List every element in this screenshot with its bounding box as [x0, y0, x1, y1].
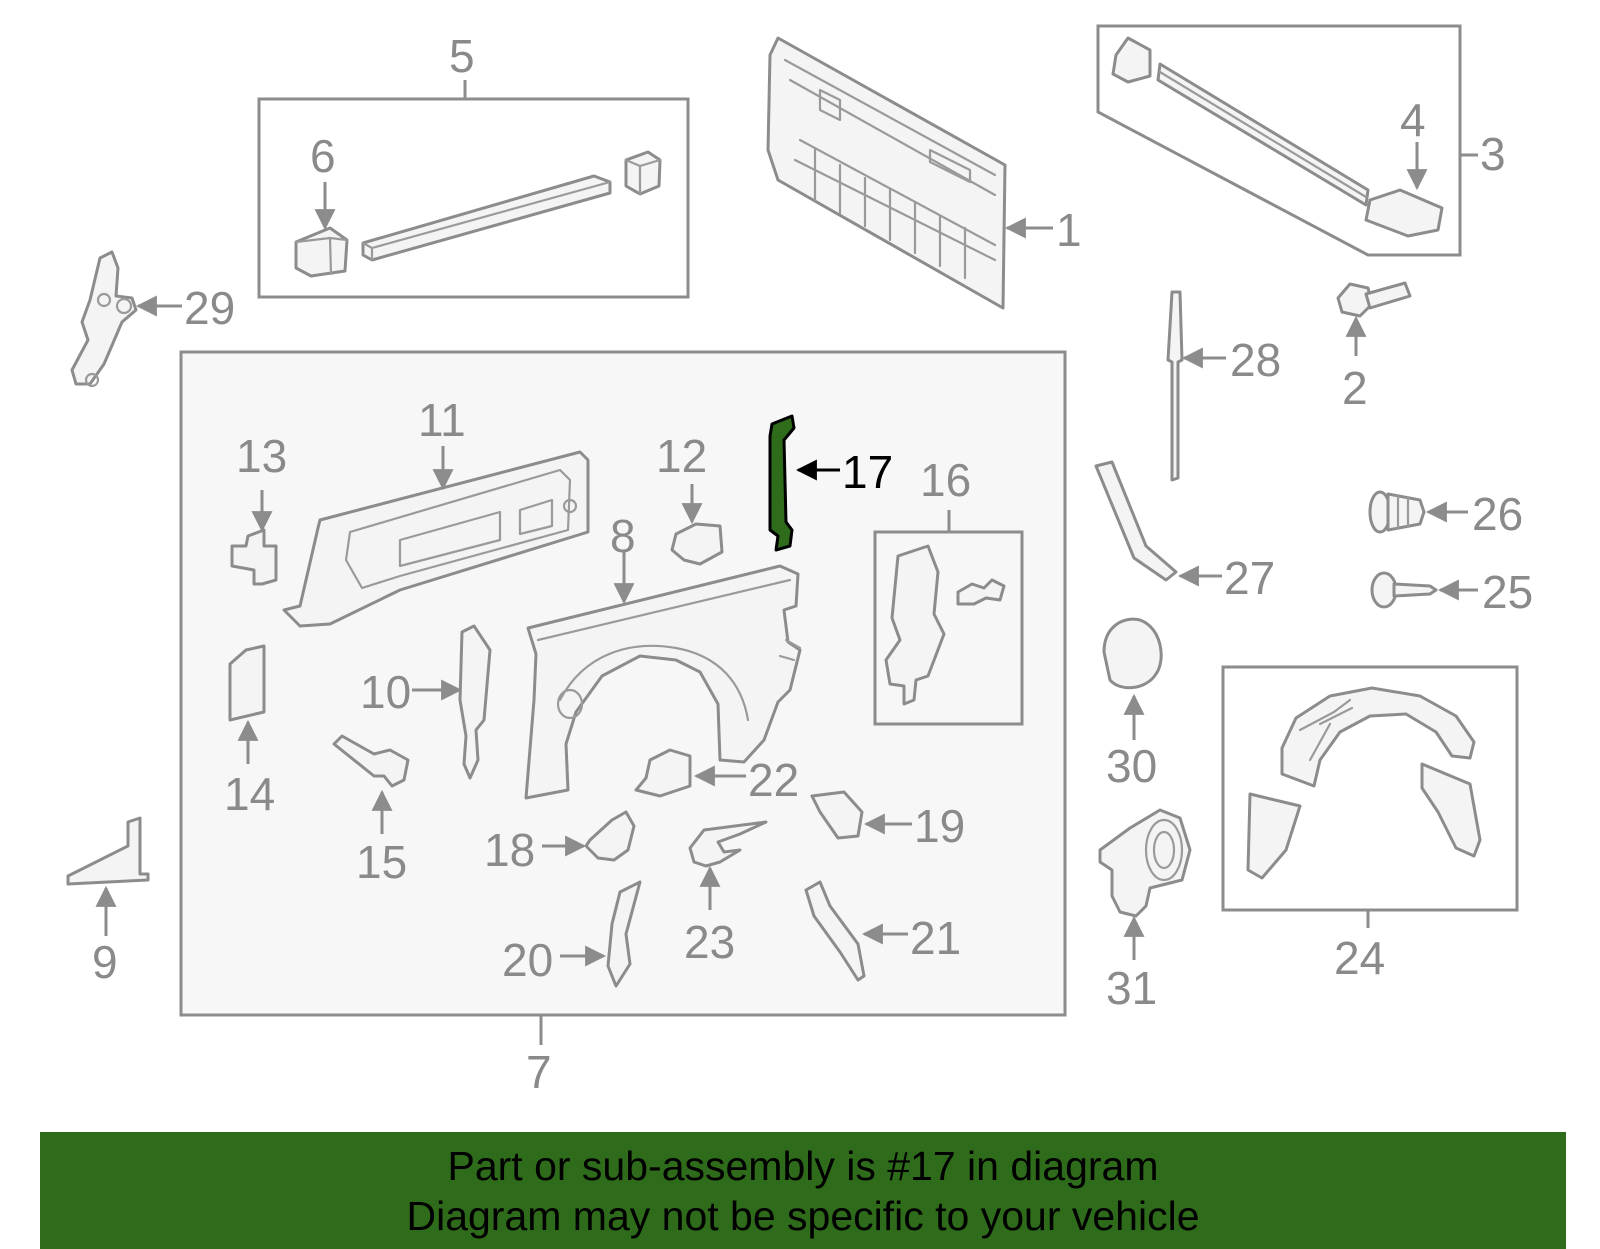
- part-11-inner-panel[interactable]: [282, 450, 590, 628]
- callout-6: 6: [310, 130, 336, 182]
- part-6[interactable]: [294, 226, 349, 278]
- part-13[interactable]: [230, 528, 278, 586]
- callout-18: 18: [484, 824, 535, 876]
- part-25-screw[interactable]: [1370, 571, 1438, 609]
- part-8-outer-side[interactable]: [524, 564, 802, 800]
- callout-9: 9: [92, 936, 118, 988]
- callout-27: 27: [1224, 552, 1275, 604]
- callout-13: 13: [236, 430, 287, 482]
- callout-10: 10: [360, 666, 411, 718]
- callout-14: 14: [224, 768, 275, 820]
- callout-24: 24: [1334, 932, 1385, 984]
- part-27[interactable]: [1094, 460, 1178, 582]
- callout-17: 17: [842, 446, 893, 498]
- part-19[interactable]: [810, 790, 864, 840]
- part-29-hinge[interactable]: [70, 250, 138, 388]
- callout-19: 19: [914, 800, 965, 852]
- callout-26: 26: [1472, 488, 1523, 540]
- box-5: [257, 97, 690, 299]
- part-16-clip[interactable]: [956, 578, 1006, 606]
- seal-bar-3[interactable]: [1156, 62, 1370, 207]
- callout-31: 31: [1106, 962, 1157, 1014]
- callout-21: 21: [910, 912, 961, 964]
- part-12[interactable]: [670, 522, 724, 566]
- part-30-plug[interactable]: [1102, 617, 1163, 690]
- part-2-bolt[interactable]: [1336, 281, 1412, 318]
- part-16-bracket[interactable]: [884, 544, 946, 706]
- part-17-highlighted[interactable]: [768, 414, 796, 552]
- part-15[interactable]: [332, 734, 410, 788]
- callout-7: 7: [526, 1046, 552, 1098]
- callout-28: 28: [1230, 334, 1281, 386]
- callout-25: 25: [1482, 566, 1533, 618]
- callout-22: 22: [748, 754, 799, 806]
- callout-11: 11: [418, 394, 466, 446]
- part-26-clip[interactable]: [1368, 490, 1426, 534]
- callout-5: 5: [449, 30, 475, 82]
- seal-bar-5[interactable]: [361, 174, 612, 262]
- callout-29: 29: [184, 282, 235, 334]
- caption-line-2: Diagram may not be specific to your vehi…: [406, 1192, 1200, 1239]
- part-14[interactable]: [228, 644, 266, 722]
- callout-12: 12: [656, 430, 707, 482]
- callout-2: 2: [1342, 362, 1368, 414]
- part-1-tailgate[interactable]: [766, 36, 1007, 310]
- callout-20: 20: [502, 934, 553, 986]
- callout-4: 4: [1400, 94, 1426, 146]
- part-28-strut[interactable]: [1166, 290, 1184, 482]
- caption-banner: Part or sub-assembly is #17 in diagram D…: [40, 1132, 1566, 1249]
- callout-8: 8: [610, 510, 636, 562]
- part-10[interactable]: [458, 624, 492, 780]
- part-24-wheelhouse[interactable]: [1246, 686, 1482, 880]
- end-cap-5[interactable]: [624, 150, 662, 196]
- callout-1: 1: [1056, 204, 1082, 256]
- callout-15: 15: [356, 836, 407, 888]
- callout-16: 16: [920, 454, 971, 506]
- end-cap-3a[interactable]: [1111, 36, 1152, 84]
- part-20[interactable]: [606, 880, 642, 988]
- callout-3: 3: [1480, 128, 1506, 180]
- part-9[interactable]: [66, 816, 150, 886]
- part-22[interactable]: [634, 748, 692, 798]
- part-4[interactable]: [1364, 188, 1444, 238]
- box-24: [1221, 665, 1519, 912]
- caption-line-1: Part or sub-assembly is #17 in diagram: [447, 1142, 1159, 1189]
- part-31[interactable]: [1098, 808, 1192, 918]
- callout-23: 23: [684, 916, 735, 968]
- part-23[interactable]: [688, 820, 768, 868]
- parts-diagram: 1 2 3 4 5 6 7 8 9 10 11 12 13 14 15 16 1…: [66, 24, 1533, 1098]
- part-18[interactable]: [584, 810, 636, 862]
- part-21[interactable]: [804, 880, 866, 982]
- box-3: [1096, 24, 1462, 257]
- callout-30: 30: [1106, 740, 1157, 792]
